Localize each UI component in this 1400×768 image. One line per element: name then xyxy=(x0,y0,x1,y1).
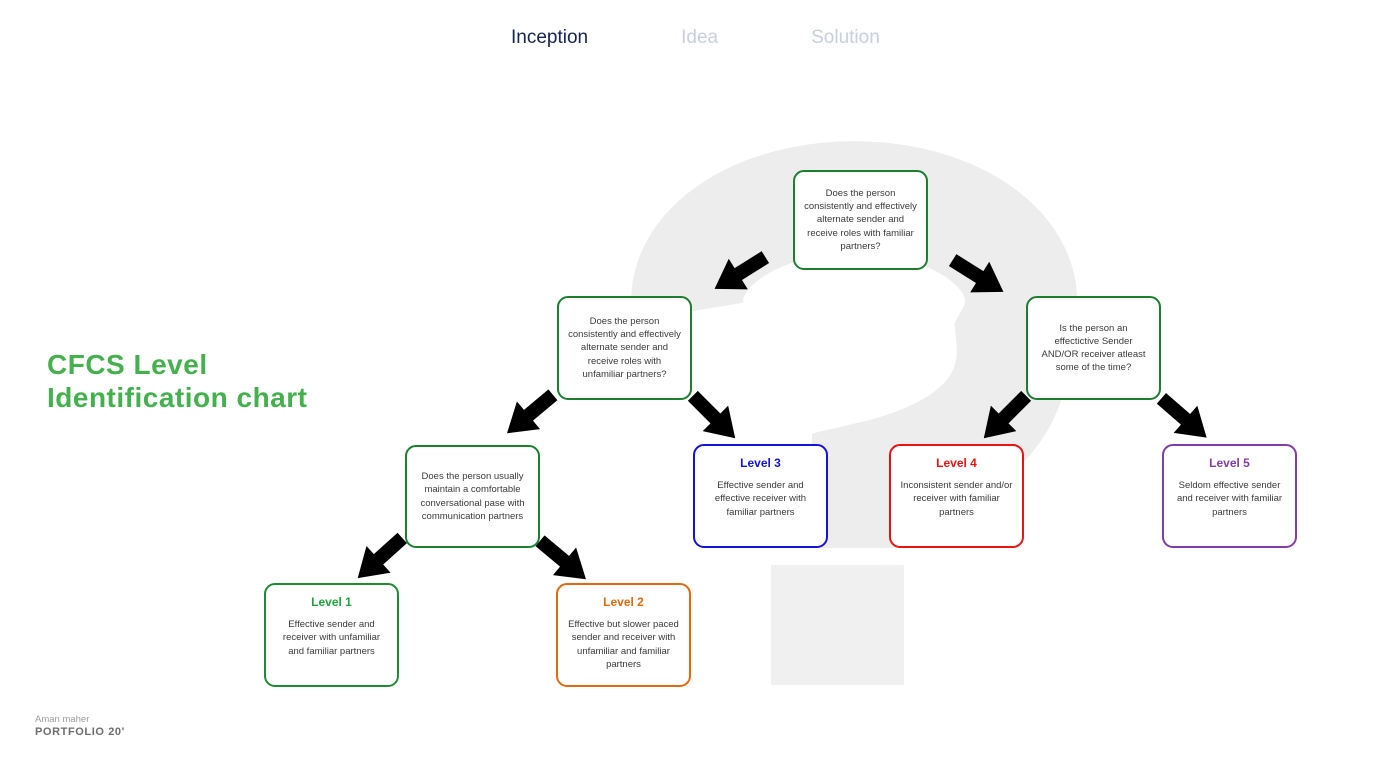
level-2-description: Effective but slower paced sender and re… xyxy=(568,619,679,670)
level-1-title: Level 1 xyxy=(311,595,352,609)
question-box-familiar-partners: Does the person consistently and effecti… xyxy=(793,170,928,270)
level-3-description: Effective sender and effective receiver … xyxy=(714,480,807,518)
question-box-sender-receiver-sometimes: Is the person an effectictive Sender AND… xyxy=(1026,296,1161,400)
level-3-title: Level 3 xyxy=(740,456,781,470)
level-2-box: Level 2 Effective but slower paced sende… xyxy=(556,583,691,687)
tab-solution[interactable]: Solution xyxy=(811,27,880,48)
level-1-description: Effective sender and receiver with unfam… xyxy=(282,619,381,657)
question-mark-dot xyxy=(771,565,904,685)
tab-inception[interactable]: Inception xyxy=(511,27,589,48)
level-3-box: Level 3 Effective sender and effective r… xyxy=(693,444,828,548)
level-2-title: Level 2 xyxy=(603,595,644,609)
level-4-title: Level 4 xyxy=(936,456,977,470)
level-4-description: Inconsistent sender and/or receiver with… xyxy=(900,480,1013,518)
level-5-title: Level 5 xyxy=(1209,456,1250,470)
footer-brand: PORTFOLIO 20' xyxy=(35,726,125,738)
level-4-box: Level 4 Inconsistent sender and/or recei… xyxy=(889,444,1024,548)
question-mark-background xyxy=(631,141,1078,685)
tab-idea[interactable]: Idea xyxy=(681,27,719,48)
arrow-yes-unfamiliar-to-pace xyxy=(495,380,565,448)
footer: Aman maher PORTFOLIO 20' xyxy=(35,714,125,738)
page-title: CFCS Level Identification chart xyxy=(47,348,307,414)
arrow-no-sometimes-to-level5 xyxy=(1149,384,1219,452)
page-title-line2: Identification chart xyxy=(47,382,308,413)
level-5-description: Seldom effective sender and receiver wit… xyxy=(1176,480,1283,518)
question-box-unfamiliar-partners: Does the person consistently and effecti… xyxy=(557,296,692,400)
top-nav: Inception Idea Solution xyxy=(511,27,880,49)
level-5-box: Level 5 Seldom effective sender and rece… xyxy=(1162,444,1297,548)
question-box-conversational-pace: Does the person usually maintain a comfo… xyxy=(405,445,540,548)
level-1-box: Level 1 Effective sender and receiver wi… xyxy=(264,583,399,687)
footer-author: Aman maher xyxy=(35,714,90,725)
page-title-line1: CFCS Level xyxy=(47,349,208,380)
